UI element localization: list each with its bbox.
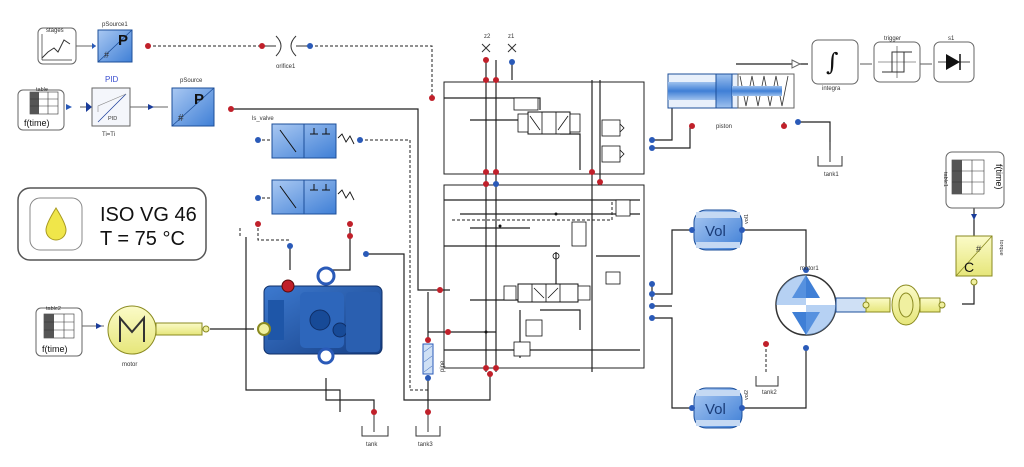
svg-text:#: # bbox=[104, 50, 109, 60]
valve-block[interactable]: z2 z1 bbox=[429, 34, 655, 377]
trigger-label: trigger bbox=[884, 36, 901, 42]
table-ftime: f(time) bbox=[24, 118, 50, 128]
pump-photo-icon[interactable] bbox=[257, 266, 383, 365]
vol1-text: Vol bbox=[705, 223, 726, 240]
piston[interactable]: piston bbox=[667, 73, 801, 130]
table2-label: table2 bbox=[46, 306, 61, 312]
stages-label: stages bbox=[46, 28, 64, 34]
psource-p-letter: P bbox=[194, 91, 204, 108]
pid-inner-label: PID bbox=[108, 116, 117, 122]
torque-label: torque bbox=[998, 240, 1004, 256]
pid-title: PID bbox=[105, 75, 119, 84]
table2-block[interactable]: table2 f(time) bbox=[35, 306, 83, 357]
integrator-block[interactable]: ∫ integra bbox=[811, 39, 859, 92]
piston-label: piston bbox=[716, 124, 732, 130]
orifice1-label: orifice1 bbox=[276, 64, 296, 70]
z2-label: z2 bbox=[484, 34, 491, 40]
psource1-label: pSource1 bbox=[102, 22, 128, 28]
table-block[interactable]: table f(time) bbox=[17, 87, 65, 131]
integrator-label: integra bbox=[822, 86, 841, 92]
svg-text:#: # bbox=[178, 113, 184, 124]
tank3[interactable]: tank3 bbox=[415, 409, 441, 448]
stages-block[interactable]: stages bbox=[37, 27, 77, 65]
oil-properties-box: ISO VG 46 T = 75 °C bbox=[17, 187, 207, 261]
vol2-label: vol2 bbox=[744, 390, 750, 400]
table2-ftime: f(time) bbox=[42, 344, 68, 354]
s1-label: s1 bbox=[948, 36, 955, 42]
torque-block[interactable]: # C torque bbox=[955, 235, 1004, 286]
trigger-block[interactable]: trigger bbox=[873, 36, 921, 83]
stages-curve-icon bbox=[41, 39, 71, 59]
tank3-label: tank3 bbox=[418, 442, 433, 448]
vol2-text: Vol bbox=[705, 401, 726, 418]
tank1-label: tank1 bbox=[824, 172, 839, 178]
pid-ti-label: Ti=Ti bbox=[102, 132, 115, 138]
s1-block[interactable]: s1 bbox=[933, 36, 975, 83]
tank2[interactable]: tank2 bbox=[755, 376, 779, 396]
vol2[interactable]: Vol vol2 bbox=[689, 387, 750, 429]
inertia-mass[interactable] bbox=[862, 284, 946, 326]
tank2-label: tank2 bbox=[762, 390, 777, 396]
psource1-block[interactable]: P # pSource1 bbox=[97, 22, 133, 63]
tank[interactable]: tank bbox=[361, 409, 389, 448]
oil-temperature: T = 75 °C bbox=[100, 228, 185, 250]
ls-valve-label: ls_valve bbox=[252, 116, 274, 122]
pipe[interactable]: pipe bbox=[422, 337, 446, 381]
psource1-p-letter: P bbox=[118, 32, 128, 49]
psource-port[interactable] bbox=[228, 106, 234, 112]
table-label: table bbox=[36, 87, 48, 93]
motor-block[interactable]: motor bbox=[107, 305, 210, 368]
torque-letter: C bbox=[964, 259, 974, 275]
svg-text:#: # bbox=[976, 244, 981, 254]
integrator-icon: ∫ bbox=[826, 48, 839, 76]
motor1-label: motor1 bbox=[800, 266, 819, 272]
z1-label: z1 bbox=[508, 34, 515, 40]
table1-label: table1 bbox=[942, 172, 948, 187]
tank1[interactable]: tank1 bbox=[817, 142, 843, 178]
oil-grade: ISO VG 46 bbox=[100, 204, 197, 226]
motor-label: motor bbox=[122, 362, 137, 368]
orifice1[interactable]: orifice1 bbox=[259, 35, 313, 70]
pipe-label: pipe bbox=[440, 360, 446, 372]
pid-block[interactable]: PID PID Ti=Ti bbox=[91, 75, 131, 138]
vol1[interactable]: Vol vol1 bbox=[689, 209, 750, 251]
table1-ftime: f(time) bbox=[994, 164, 1004, 190]
psource-label: pSource bbox=[180, 78, 203, 84]
oil-drop-icon bbox=[45, 207, 67, 241]
ls-valve[interactable]: ls_valve bbox=[252, 116, 369, 257]
motor1[interactable]: motor1 bbox=[763, 266, 867, 351]
psource-block[interactable]: P # pSource bbox=[171, 78, 215, 127]
psource1-port[interactable] bbox=[145, 43, 151, 49]
table1-block[interactable]: f(time) table1 bbox=[942, 151, 1005, 209]
tank-label: tank bbox=[366, 442, 378, 448]
vol1-label: vol1 bbox=[744, 214, 750, 224]
